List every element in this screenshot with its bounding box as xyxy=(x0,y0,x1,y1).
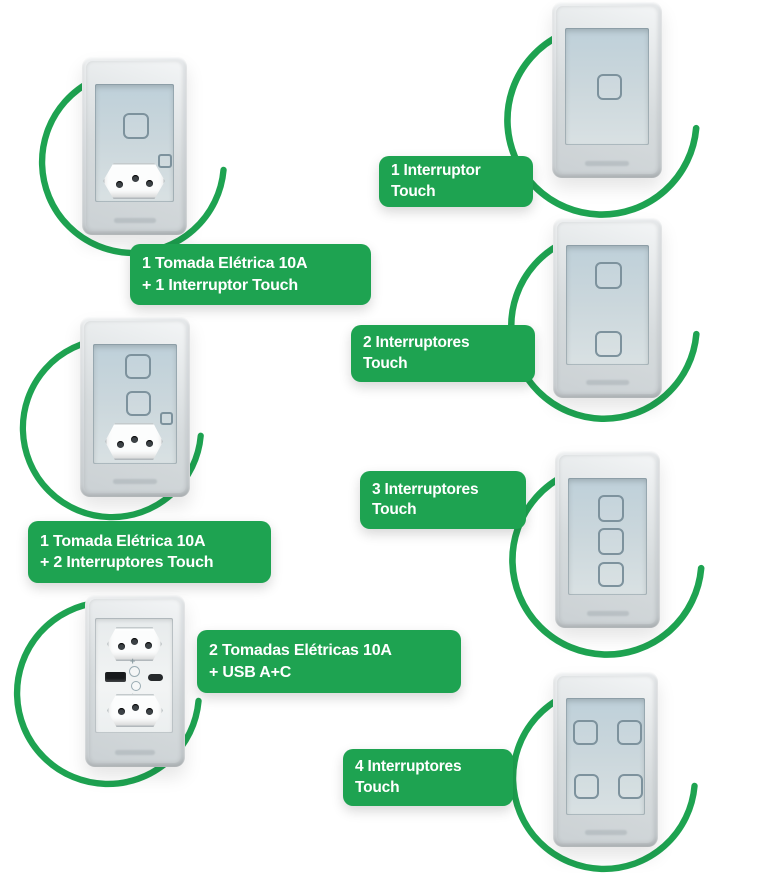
led-indicator xyxy=(131,681,141,691)
outlet-pin-hole xyxy=(117,441,124,448)
callout-line: + USB A+C xyxy=(209,663,292,681)
power-outlet xyxy=(105,423,163,460)
plate-panel xyxy=(567,477,648,596)
brand-emboss xyxy=(113,479,157,485)
product-callout: 1 Interruptor Touch xyxy=(379,156,533,207)
outlet-pin-hole xyxy=(131,638,138,645)
outlet-pin-hole xyxy=(131,436,138,443)
outlet-pin-hole xyxy=(118,643,125,650)
outlet-pin-hole xyxy=(146,440,153,447)
callout-line: 2 Tomadas Elétricas 10A xyxy=(209,642,392,660)
accent-arc xyxy=(504,22,700,218)
wall-plate: + + xyxy=(85,595,185,767)
outlet-pin-hole xyxy=(116,181,123,188)
product-callout: 4 Interruptores Touch xyxy=(343,749,513,806)
plate-panel xyxy=(565,28,649,146)
brand-emboss xyxy=(113,217,156,223)
outlet-pin-hole xyxy=(146,180,153,187)
switch-plate xyxy=(553,218,662,398)
plus-mark: + xyxy=(130,656,136,666)
callout-line: Touch xyxy=(372,501,417,518)
touch-button xyxy=(618,774,643,799)
power-outlet xyxy=(107,694,163,727)
touch-button xyxy=(597,74,622,100)
callout-line: Touch xyxy=(363,354,408,372)
accent-arc xyxy=(508,230,700,422)
plate-panel xyxy=(566,245,649,365)
callout-line: Touch xyxy=(355,778,400,796)
switch-plate xyxy=(555,451,660,628)
touch-button xyxy=(126,391,151,416)
led-indicator xyxy=(129,666,140,677)
callout-line: + 2 Interruptores Touch xyxy=(40,554,214,571)
outlet-pin-hole xyxy=(132,704,139,711)
outlet-pin-hole xyxy=(145,642,152,649)
switch-plate xyxy=(553,672,658,847)
product-callout: 3 Interruptores Touch xyxy=(360,471,526,529)
accent-arc xyxy=(509,462,705,658)
touch-button xyxy=(125,354,151,379)
touch-button xyxy=(598,495,624,522)
usb-a-port xyxy=(105,672,126,682)
touch-button xyxy=(595,262,622,289)
accent-arc xyxy=(509,684,698,873)
callout-line: Touch xyxy=(391,182,436,200)
indicator-window xyxy=(160,412,173,425)
outlet-pin-hole xyxy=(146,708,153,715)
outlet-pin-hole xyxy=(132,175,139,182)
touch-button xyxy=(574,774,599,799)
wall-plate xyxy=(82,57,187,235)
product-callout: 2 Interruptores Touch xyxy=(351,325,535,382)
touch-button xyxy=(573,720,598,745)
callout-line: 1 Interruptor xyxy=(391,162,481,180)
product-callout: 1 Tomada Elétrica 10A + 2 Interruptores … xyxy=(28,521,271,583)
brand-emboss xyxy=(584,829,627,835)
touch-button xyxy=(598,562,624,587)
switch-plate xyxy=(552,2,662,178)
wall-plate xyxy=(80,317,190,497)
callout-line: 2 Interruptores xyxy=(363,334,470,352)
brand-emboss xyxy=(115,749,155,755)
outlet-pin-hole xyxy=(118,708,125,715)
touch-button xyxy=(617,720,642,745)
callout-line: 1 Tomada Elétrica 10A xyxy=(40,532,206,550)
power-outlet xyxy=(103,163,165,199)
usb-c-port xyxy=(148,674,163,681)
indicator-window xyxy=(158,154,172,168)
callout-line: 1 Tomada Elétrica 10A xyxy=(142,255,308,273)
callout-line: 3 Interruptores xyxy=(372,480,479,498)
product-callout: 2 Tomadas Elétricas 10A + USB A+C xyxy=(197,630,461,693)
callout-line: 4 Interruptores xyxy=(355,758,462,776)
power-outlet xyxy=(107,627,162,661)
brand-emboss xyxy=(586,610,629,616)
brand-emboss xyxy=(585,160,629,166)
product-callout: 1 Tomada Elétrica 10A + 1 Interruptor To… xyxy=(130,244,371,305)
touch-button xyxy=(595,331,622,357)
touch-button xyxy=(123,113,149,139)
touch-button xyxy=(598,528,624,555)
accent-arc xyxy=(38,68,227,257)
brand-emboss xyxy=(585,380,630,386)
callout-line: + 1 Interruptor Touch xyxy=(142,276,298,294)
